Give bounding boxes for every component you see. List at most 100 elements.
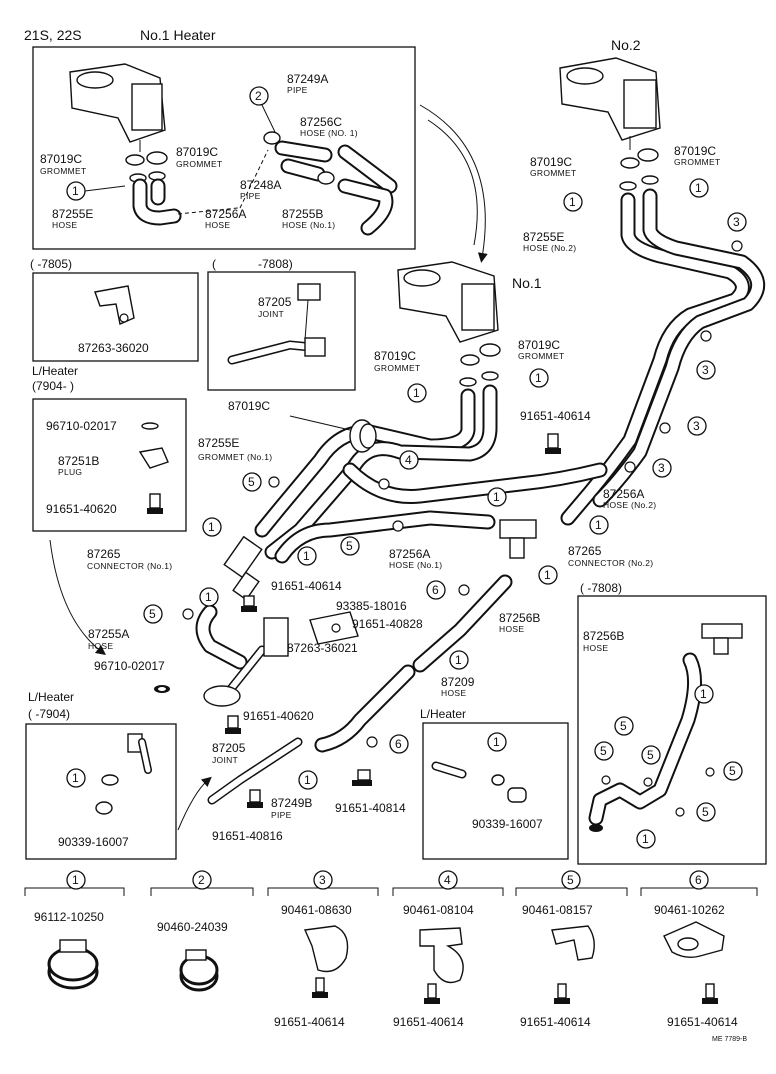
- range-7808b: ( -7808): [580, 581, 622, 595]
- label-87209: 87209: [441, 675, 475, 689]
- lheater-range-1: (7904- ): [32, 379, 74, 393]
- grommet-no1: [459, 343, 501, 387]
- bolt-icon-4: [352, 769, 372, 786]
- lheater-range-2: ( -7904): [28, 707, 70, 721]
- svg-text:5: 5: [729, 764, 736, 778]
- svg-text:1: 1: [595, 518, 602, 532]
- bracket-87263-36021: [309, 611, 359, 645]
- no2-label: No.2: [611, 37, 641, 53]
- connector-87265-no2: [499, 519, 537, 559]
- flow-arrow: [419, 104, 488, 263]
- label-91651-40620-a: 91651-40620: [46, 502, 117, 516]
- desc-87256B-inset: HOSE: [583, 643, 608, 653]
- legend-6-part: 90461-10262: [654, 903, 725, 917]
- inset-7808a-frame: [207, 271, 356, 391]
- svg-text:5: 5: [647, 748, 654, 762]
- label-87263-36021: 87263-36021: [287, 641, 358, 655]
- svg-text:1: 1: [700, 687, 707, 701]
- legend-3-bolt: 91651-40614: [274, 1015, 345, 1029]
- clip-3-icon: [303, 925, 349, 998]
- label-87255E-no2: 87255E: [523, 230, 564, 244]
- legend-2-part: 90460-24039: [157, 920, 228, 934]
- callout-lheater3: [487, 732, 507, 752]
- desc-87255A: HOSE: [88, 641, 113, 651]
- label-87265-no1: 87265: [87, 547, 121, 561]
- hose-clamp-2-icon: [179, 949, 219, 992]
- desc-87256B-main: HOSE: [499, 624, 524, 634]
- desc-87255B: HOSE (No.1): [282, 220, 335, 230]
- desc-grommet-no1: GROMMET (No.1): [198, 452, 272, 462]
- desc-87265-no1: CONNECTOR (No.1): [87, 561, 172, 571]
- callouts-inset-b: 1 5 5 5 5 5 1: [589, 684, 743, 849]
- legend-1-part: 96112-10250: [34, 910, 104, 924]
- svg-text:1: 1: [544, 568, 551, 582]
- legend-5-part: 90461-08157: [522, 903, 593, 917]
- label-91651-40614-a: 91651-40614: [520, 409, 591, 423]
- svg-text:1: 1: [72, 873, 79, 887]
- legend-5-bolt: 91651-40614: [520, 1015, 591, 1029]
- label-91651-40828: 91651-40828: [352, 617, 423, 631]
- svg-text:1: 1: [493, 735, 500, 749]
- no1-label: No.1: [512, 275, 542, 291]
- svg-text:1: 1: [535, 371, 542, 385]
- label-91651-40614-b: 91651-40614: [271, 579, 342, 593]
- svg-text:5: 5: [600, 744, 607, 758]
- lheater-title-3: L/Heater: [420, 707, 466, 721]
- label-87205-a: 87205: [258, 295, 292, 309]
- svg-text:1: 1: [493, 490, 500, 504]
- inset-7805-frame: [32, 272, 199, 362]
- hose-clamp-1-icon: [47, 939, 99, 990]
- footer-code: ME 7789-B: [712, 1036, 747, 1043]
- inset-7808b-frame: [577, 595, 767, 865]
- svg-text:5: 5: [248, 475, 255, 489]
- label-87019C-no1b: 87019C: [518, 338, 560, 352]
- svg-text:1: 1: [208, 520, 215, 534]
- callout-1-inset: 1: [66, 181, 126, 201]
- label-87019C-right: 87019C: [176, 145, 218, 159]
- desc-87205-a: JOINT: [258, 309, 284, 319]
- label-87255B: 87255B: [282, 207, 323, 221]
- desc-87209: HOSE: [441, 688, 466, 698]
- label-87256A-no1: 87256A: [389, 547, 430, 561]
- label-96710-02017-a: 96710-02017: [46, 419, 117, 433]
- svg-text:4: 4: [444, 873, 451, 887]
- no1-heater-label: No.1 Heater: [140, 27, 216, 43]
- heater-unit-no1: [397, 261, 499, 343]
- svg-text:1: 1: [304, 773, 311, 787]
- svg-text:6: 6: [432, 583, 439, 597]
- svg-text:6: 6: [695, 873, 702, 887]
- svg-text:5: 5: [567, 873, 574, 887]
- label-87256C: 87256C: [300, 115, 342, 129]
- clamp-location-dots: [182, 240, 743, 748]
- clip-4-icon: [419, 927, 464, 1004]
- svg-text:1: 1: [303, 549, 310, 563]
- label-91651-40620-main: 91651-40620: [243, 709, 314, 723]
- bolt-icon-3: [225, 715, 241, 734]
- svg-text:4: 4: [405, 453, 412, 467]
- legend-3-part: 90461-08630: [281, 903, 352, 917]
- callouts-main: 1 1 3 3 3 3 1 1 4 5 1 1 1 1 5 1 6 1 5 1 …: [143, 178, 747, 790]
- range-7808a: -7808): [258, 257, 293, 271]
- lheater3-sketch: [431, 761, 527, 803]
- desc-87019C-no2b: GROMMET: [530, 168, 576, 178]
- bracket-87263-36020-sketch: [94, 285, 135, 325]
- svg-text:5: 5: [149, 607, 156, 621]
- clip-6-icon: [663, 921, 725, 1004]
- grommet-pair-sketch: [125, 151, 168, 183]
- label-87256B-main: 87256B: [499, 611, 540, 625]
- svg-text:1: 1: [455, 653, 462, 667]
- lheater-title-1: L/Heater: [32, 364, 78, 378]
- label-87251B: 87251B: [58, 454, 99, 468]
- svg-text:1: 1: [413, 386, 420, 400]
- svg-text:1: 1: [72, 771, 79, 785]
- desc-87019C-no2a: GROMMET: [674, 157, 720, 167]
- label-87249A: 87249A: [287, 72, 328, 86]
- pipe-87249A-sketch: [263, 131, 335, 185]
- svg-text:5: 5: [702, 805, 709, 819]
- label-87019C-grommet: 87019C: [228, 399, 270, 413]
- desc-87249B: PIPE: [271, 810, 292, 820]
- bolt-icon-1: [545, 433, 561, 454]
- desc-87249A: PIPE: [287, 85, 308, 95]
- svg-text:3: 3: [693, 419, 700, 433]
